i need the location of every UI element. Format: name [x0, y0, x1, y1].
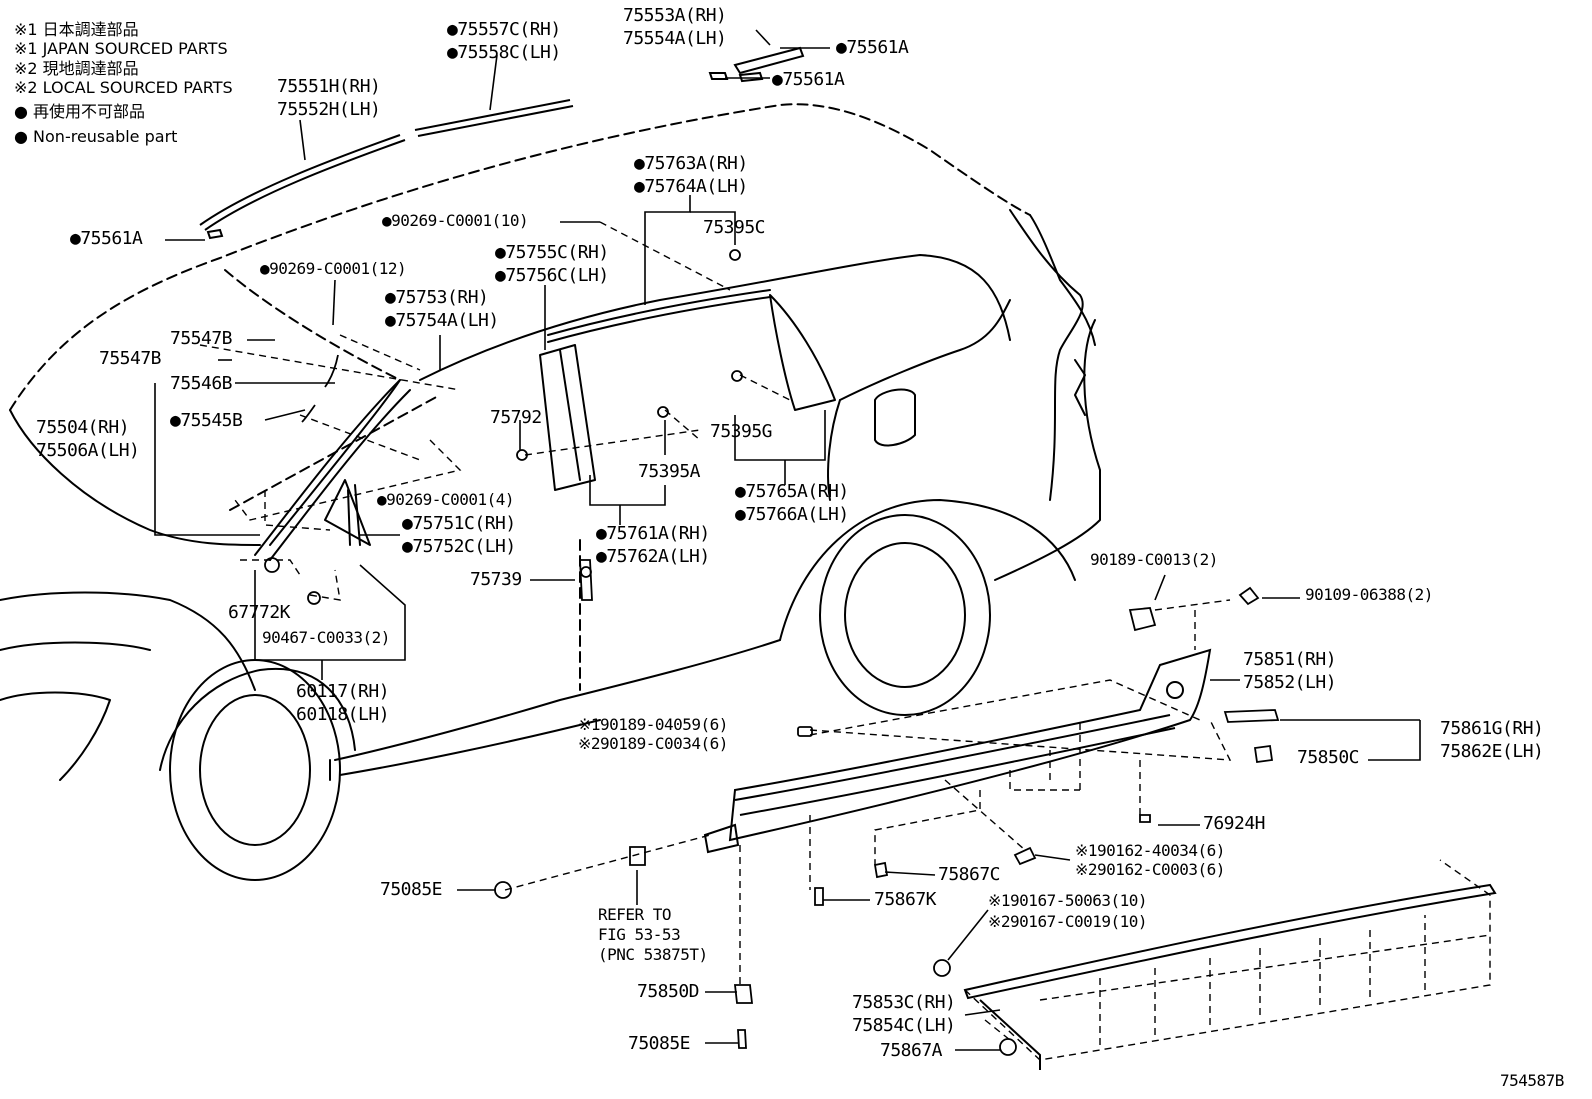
- refer-line-3: (PNC 53875T): [598, 945, 708, 964]
- label-75561a-mid: ●75561A: [772, 69, 845, 90]
- label-75554a: 75554A(LH): [623, 28, 727, 49]
- label-90189-04059: ※190189-04059(6): [578, 715, 728, 734]
- label-75853c: 75853C(RH): [852, 992, 956, 1013]
- label-75552h: 75552H(LH): [277, 99, 381, 120]
- label-75867c: 75867C: [938, 864, 1001, 885]
- label-75754a: ●75754A(LH): [385, 310, 499, 331]
- label-90167-c0019: ※290167-C0019(10): [988, 912, 1148, 931]
- label-75755c: ●75755C(RH): [495, 242, 609, 263]
- legend-line-5: ● 再使用不可部品: [14, 102, 146, 121]
- label-75850d: 75850D: [637, 981, 700, 1002]
- label-90167-50063: ※190167-50063(10): [988, 891, 1148, 910]
- label-75851: 75851(RH): [1243, 649, 1337, 670]
- label-75085e-2: 75085E: [628, 1033, 691, 1054]
- label-90269-c0001-4: ●90269-C0001(4): [377, 490, 515, 509]
- label-75752c: ●75752C(LH): [402, 536, 516, 557]
- label-75792: 75792: [490, 407, 542, 428]
- install-lines: [199, 221, 1491, 1070]
- label-75395c: 75395C: [703, 217, 766, 238]
- label-75561a-left: ●75561A: [70, 228, 143, 249]
- label-75756c: ●75756C(LH): [495, 265, 609, 286]
- label-75506a: 75506A(LH): [36, 440, 140, 461]
- label-75553a: 75553A(RH): [623, 5, 727, 26]
- label-75854c: 75854C(LH): [852, 1015, 956, 1036]
- label-75546b: 75546B: [170, 373, 233, 394]
- label-90109-06388: 90109-06388(2): [1305, 585, 1433, 604]
- label-75547b-2: 75547B: [99, 348, 162, 369]
- fasteners: [264, 249, 1280, 1056]
- label-75763a: ●75763A(RH): [634, 153, 748, 174]
- legend-line-1: ※1 日本調達部品: [14, 20, 139, 39]
- label-90467-c0033: 90467-C0033(2): [262, 628, 390, 647]
- label-67772k: 67772K: [228, 602, 291, 623]
- label-75867k: 75867K: [874, 889, 937, 910]
- label-75504: 75504(RH): [36, 417, 130, 438]
- refer-line-1: REFER TO: [598, 905, 672, 924]
- vehicle-outline: [0, 103, 1101, 881]
- legend-line-4: ※2 LOCAL SOURCED PARTS: [14, 78, 233, 97]
- label-75558c: ●75558C(LH): [447, 42, 561, 63]
- label-75751c: ●75751C(RH): [402, 513, 516, 534]
- legend-line-2: ※1 JAPAN SOURCED PARTS: [14, 39, 228, 58]
- label-75547b-1: 75547B: [170, 328, 233, 349]
- label-60117: 60117(RH): [296, 681, 390, 702]
- label-75766a: ●75766A(LH): [735, 504, 849, 525]
- legend-line-6: ● Non-reusable part: [14, 127, 178, 146]
- label-75850c: 75850C: [1297, 747, 1360, 768]
- roof-moulding: [199, 46, 805, 240]
- label-75867a: 75867A: [880, 1040, 943, 1061]
- label-75762a: ●75762A(LH): [596, 546, 710, 567]
- label-75852: 75852(LH): [1243, 672, 1337, 693]
- label-75862e: 75862E(LH): [1440, 741, 1544, 762]
- label-76924h: 76924H: [1203, 813, 1266, 834]
- label-90189-c0034: ※290189-C0034(6): [578, 734, 728, 753]
- label-90269-c0001-10: ●90269-C0001(10): [382, 211, 529, 230]
- label-60118: 60118(LH): [296, 704, 390, 725]
- label-75557c: ●75557C(RH): [447, 19, 561, 40]
- label-75085e-1: 75085E: [380, 879, 443, 900]
- label-75739: 75739: [470, 569, 522, 590]
- legend-line-3: ※2 現地調達部品: [14, 59, 139, 78]
- refer-line-2: FIG 53-53: [598, 925, 681, 944]
- label-75561a-top: ●75561A: [836, 37, 909, 58]
- label-90162-40034: ※190162-40034(6): [1075, 841, 1225, 860]
- label-75551h: 75551H(RH): [277, 76, 381, 97]
- label-75761a: ●75761A(RH): [596, 523, 710, 544]
- label-75545b: ●75545B: [170, 410, 243, 431]
- label-75395g: 75395G: [710, 421, 773, 442]
- figure-id: 754587B: [1500, 1071, 1564, 1090]
- label-90269-c0001-12: ●90269-C0001(12): [260, 259, 407, 278]
- label-90189-c0013: 90189-C0013(2): [1090, 550, 1218, 569]
- label-75395a: 75395A: [638, 461, 701, 482]
- label-75861g: 75861G(RH): [1440, 718, 1544, 739]
- leader-lines: [154, 29, 1421, 1051]
- label-75765a: ●75765A(RH): [735, 481, 849, 502]
- label-75753: ●75753(RH): [385, 287, 489, 308]
- label-90162-c0003: ※290162-C0003(6): [1075, 860, 1225, 879]
- label-75764a: ●75764A(LH): [634, 176, 748, 197]
